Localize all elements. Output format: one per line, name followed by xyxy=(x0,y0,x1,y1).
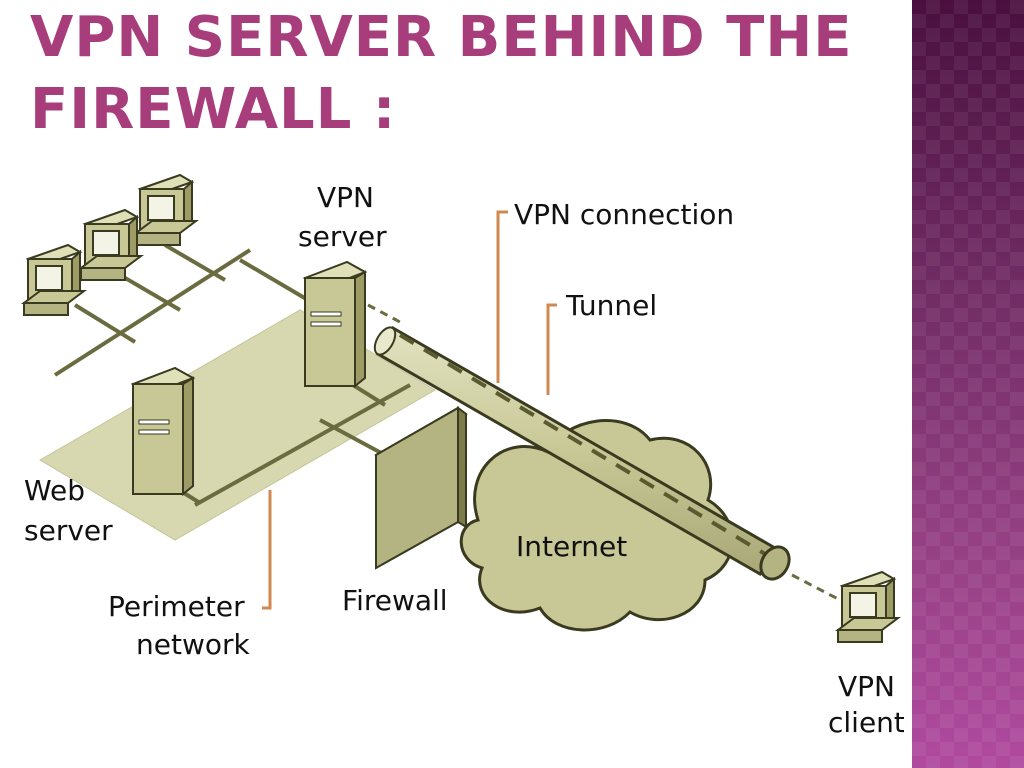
vpn-server-tower-icon xyxy=(302,260,368,389)
vpn-server-label-line1: VPN xyxy=(317,181,374,214)
vpn-client-label-line2: client xyxy=(828,706,904,739)
perimeter-network-label-line1: Perimeter xyxy=(108,590,245,623)
side-band-edge xyxy=(904,0,912,768)
vpn-tunnel-tube xyxy=(373,325,791,581)
vpn-firewall-diagram: VPN server VPN connection Tunnel Web ser… xyxy=(21,173,904,739)
vpn-server-dashed-link xyxy=(367,303,401,324)
vpn-client-label-line1: VPN xyxy=(838,670,895,703)
vpn-client-workstation-icon xyxy=(835,570,901,643)
decorative-side-band xyxy=(912,0,1024,768)
workstation-icon xyxy=(133,173,199,246)
web-server-label-line2: server xyxy=(24,514,113,547)
leader-lines xyxy=(262,210,557,610)
vpn-server-label-line2: server xyxy=(298,220,387,253)
internal-lan-lines xyxy=(53,243,327,377)
web-server-tower-icon xyxy=(130,366,196,497)
slide-title: VPN SERVER BEHIND THE FIREWALL : xyxy=(30,5,853,142)
tunnel-label: Tunnel xyxy=(565,289,657,322)
perimeter-network-label-line2: network xyxy=(136,628,250,661)
vpn-connection-label: VPN connection xyxy=(514,198,734,231)
workstation-icon xyxy=(21,243,87,316)
firewall-panel-icon xyxy=(374,406,468,570)
internet-label: Internet xyxy=(516,530,627,563)
vpn-client-dashed-link xyxy=(791,573,841,602)
workstation-icon xyxy=(78,208,144,281)
firewall-label: Firewall xyxy=(342,584,448,617)
web-server-label-line1: Web xyxy=(24,474,85,507)
